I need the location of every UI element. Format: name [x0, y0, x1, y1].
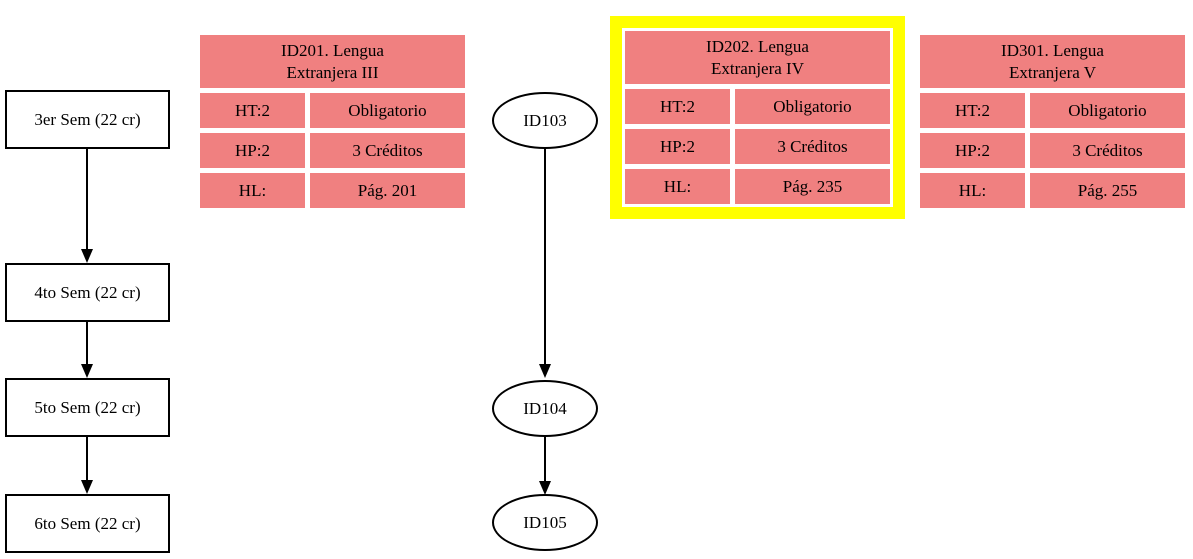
table-cell-hl: HL:	[920, 173, 1025, 208]
table-title: ID202. Lengua Extranjera IV	[625, 31, 890, 84]
node-semester-5[interactable]: 5to Sem (22 cr)	[5, 378, 170, 437]
course-table-id201[interactable]: ID201. Lengua Extranjera III HT:2 Obliga…	[200, 35, 465, 208]
node-semester-3[interactable]: 3er Sem (22 cr)	[5, 90, 170, 149]
table-cell-hl: HL:	[200, 173, 305, 208]
table-cell-credits: 3 Créditos	[735, 129, 890, 164]
table-cell-page: Pág. 235	[735, 169, 890, 204]
table-title-line1: ID201. Lengua	[281, 41, 384, 61]
semester-label: 4to Sem (22 cr)	[34, 282, 141, 302]
table-cell-ht: HT:2	[920, 93, 1025, 128]
semester-label: 3er Sem (22 cr)	[34, 109, 141, 129]
table-title-line1: ID301. Lengua	[1001, 41, 1104, 61]
node-semester-6[interactable]: 6to Sem (22 cr)	[5, 494, 170, 553]
semester-label: 6to Sem (22 cr)	[34, 513, 141, 533]
arrowhead-icon	[539, 481, 551, 495]
course-table-id301[interactable]: ID301. Lengua Extranjera V HT:2 Obligato…	[920, 35, 1185, 208]
edge-line	[86, 322, 88, 364]
table-cell-page: Pág. 255	[1030, 173, 1185, 208]
table-title-line2: Extranjera IV	[711, 58, 804, 78]
table-cell-type: Obligatorio	[1030, 93, 1185, 128]
node-id105[interactable]: ID105	[492, 494, 598, 551]
table-cell-hl: HL:	[625, 169, 730, 204]
table-cell-type: Obligatorio	[310, 93, 465, 128]
course-label: ID104	[523, 398, 567, 418]
arrowhead-icon	[81, 480, 93, 494]
table-cell-hp: HP:2	[625, 129, 730, 164]
table-title-line2: Extranjera III	[286, 62, 379, 82]
course-table-id202-selected[interactable]: ID202. Lengua Extranjera IV HT:2 Obligat…	[625, 31, 890, 204]
table-title-line2: Extranjera V	[1008, 62, 1096, 82]
edge-line	[86, 437, 88, 480]
edge-line	[86, 149, 88, 249]
table-cell-credits: 3 Créditos	[310, 133, 465, 168]
arrowhead-icon	[81, 364, 93, 378]
table-cell-credits: 3 Créditos	[1030, 133, 1185, 168]
arrowhead-icon	[539, 364, 551, 378]
table-cell-hp: HP:2	[200, 133, 305, 168]
arrowhead-icon	[81, 249, 93, 263]
table-title: ID201. Lengua Extranjera III	[200, 35, 465, 88]
edge-line	[544, 148, 546, 364]
node-id104[interactable]: ID104	[492, 380, 598, 437]
table-cell-page: Pág. 201	[310, 173, 465, 208]
edge-line	[544, 437, 546, 481]
table-cell-ht: HT:2	[200, 93, 305, 128]
table-cell-hp: HP:2	[920, 133, 1025, 168]
table-cell-ht: HT:2	[625, 89, 730, 124]
semester-label: 5to Sem (22 cr)	[34, 397, 141, 417]
node-semester-4[interactable]: 4to Sem (22 cr)	[5, 263, 170, 322]
table-cell-type: Obligatorio	[735, 89, 890, 124]
table-title: ID301. Lengua Extranjera V	[920, 35, 1185, 88]
course-label: ID103	[523, 110, 567, 130]
node-id103[interactable]: ID103	[492, 92, 598, 149]
course-label: ID105	[523, 512, 567, 532]
table-title-line1: ID202. Lengua	[706, 37, 809, 57]
highlight-frame: ID202. Lengua Extranjera IV HT:2 Obligat…	[610, 16, 905, 219]
